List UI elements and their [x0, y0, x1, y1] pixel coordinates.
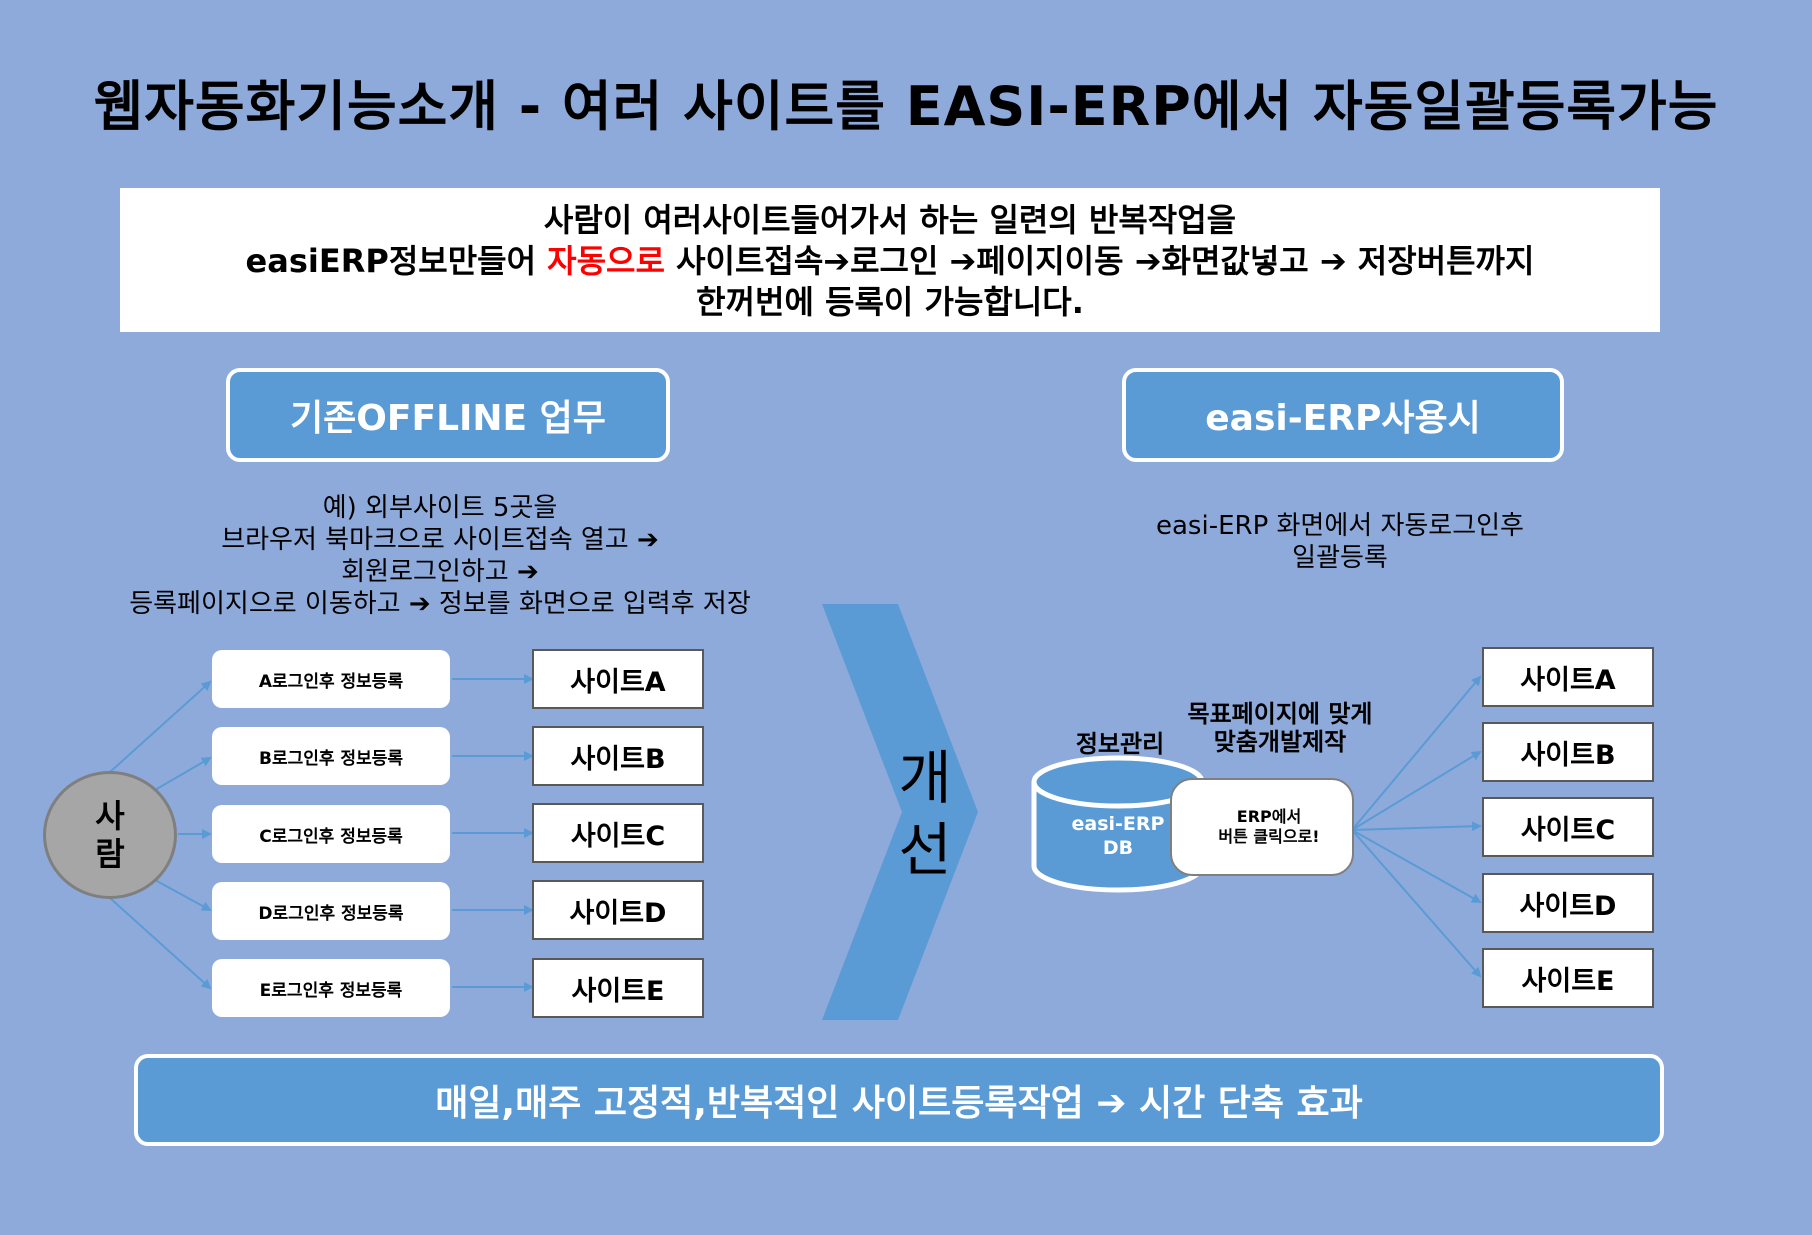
dev-caption: 목표페이지에 맞게 맞춤개발제작	[1160, 700, 1400, 756]
database-icon	[1031, 755, 1205, 893]
right-site-b: 사이트B	[1482, 722, 1654, 782]
db-caption: 정보관리	[1075, 730, 1165, 758]
erp-desc-line: easi-ERP 화면에서 자동로그인후	[1156, 511, 1524, 541]
erp-button-line: ERP에서	[1236, 807, 1302, 826]
intro-line-2: easiERP정보만들어 자동으로 사이트접속➔로그인 ➔페이지이동 ➔화면값넣…	[120, 241, 1660, 282]
offline-desc-line: 회원로그인하고 ➔	[341, 557, 539, 587]
footer-banner: 매일,매주 고정적,반복적인 사이트등록작업 ➔ 시간 단축 효과	[134, 1054, 1664, 1146]
left-site-b: 사이트B	[532, 726, 704, 786]
intro-box: 사람이 여러사이트들어가서 하는 일련의 반복작업을 easiERP정보만들어 …	[120, 188, 1660, 332]
intro-line-3: 한꺼번에 등록이 가능합니다.	[696, 283, 1084, 321]
improve-char: 개	[898, 744, 952, 812]
dev-caption-line: 목표페이지에 맞게	[1187, 700, 1373, 728]
dev-caption-line: 맞춤개발제작	[1213, 728, 1347, 756]
improve-label: 개 선	[880, 742, 970, 886]
task-box-b: B로그인후 정보등록	[212, 727, 450, 785]
intro-line-1: 사람이 여러사이트들어가서 하는 일련의 반복작업을	[543, 201, 1237, 239]
improve-char: 선	[898, 816, 952, 884]
task-box-e: E로그인후 정보등록	[212, 959, 450, 1017]
left-site-d: 사이트D	[532, 880, 704, 940]
offline-desc-line: 브라우저 북마크으로 사이트접속 열고 ➔	[221, 525, 659, 555]
intro-highlight: 자동으로	[547, 242, 665, 280]
left-site-a: 사이트A	[532, 649, 704, 709]
intro-line-2-pre: easiERP정보만들어	[245, 242, 548, 280]
right-site-c: 사이트C	[1482, 797, 1654, 857]
db-text-line: easi-ERP	[1071, 813, 1165, 835]
erp-button-callout: ERP에서 버튼 클릭으로!	[1170, 778, 1354, 876]
erp-button-line: 버튼 클릭으로!	[1218, 827, 1320, 846]
task-box-d: D로그인후 정보등록	[212, 882, 450, 940]
improve-chevron	[822, 604, 978, 1020]
page-title: 웹자동화기능소개 - 여러 사이트를 EASI-ERP에서 자동일괄등록가능	[93, 75, 1719, 138]
right-site-a: 사이트A	[1482, 647, 1654, 707]
right-site-e: 사이트E	[1482, 948, 1654, 1008]
offline-desc-line: 등록페이지으로 이동하고 ➔ 정보를 화면으로 입력후 저장	[129, 589, 751, 619]
task-box-c: C로그인후 정보등록	[212, 805, 450, 863]
left-site-e: 사이트E	[532, 958, 704, 1018]
erp-description: easi-ERP 화면에서 자동로그인후 일괄등록	[1100, 510, 1580, 574]
person-label: 사	[95, 797, 125, 835]
erp-desc-line: 일괄등록	[1292, 543, 1388, 573]
offline-desc-line: 예) 외부사이트 5곳을	[322, 493, 558, 523]
offline-description: 예) 외부사이트 5곳을 브라우저 북마크으로 사이트접속 열고 ➔ 회원로그인…	[40, 492, 840, 620]
db-text: easi-ERP DB	[1030, 812, 1206, 860]
person-label: 람	[95, 835, 125, 873]
intro-line-2-post: 사이트접속➔로그인 ➔페이지이동 ➔화면값넣고 ➔ 저장버튼까지	[664, 242, 1535, 280]
db-text-line: DB	[1102, 837, 1134, 859]
right-site-d: 사이트D	[1482, 873, 1654, 933]
left-site-c: 사이트C	[532, 803, 704, 863]
person-circle: 사 람	[43, 771, 177, 899]
task-box-a: A로그인후 정보등록	[212, 650, 450, 708]
offline-header: 기존OFFLINE 업무	[226, 368, 670, 462]
erp-header: easi-ERP사용시	[1122, 368, 1564, 462]
